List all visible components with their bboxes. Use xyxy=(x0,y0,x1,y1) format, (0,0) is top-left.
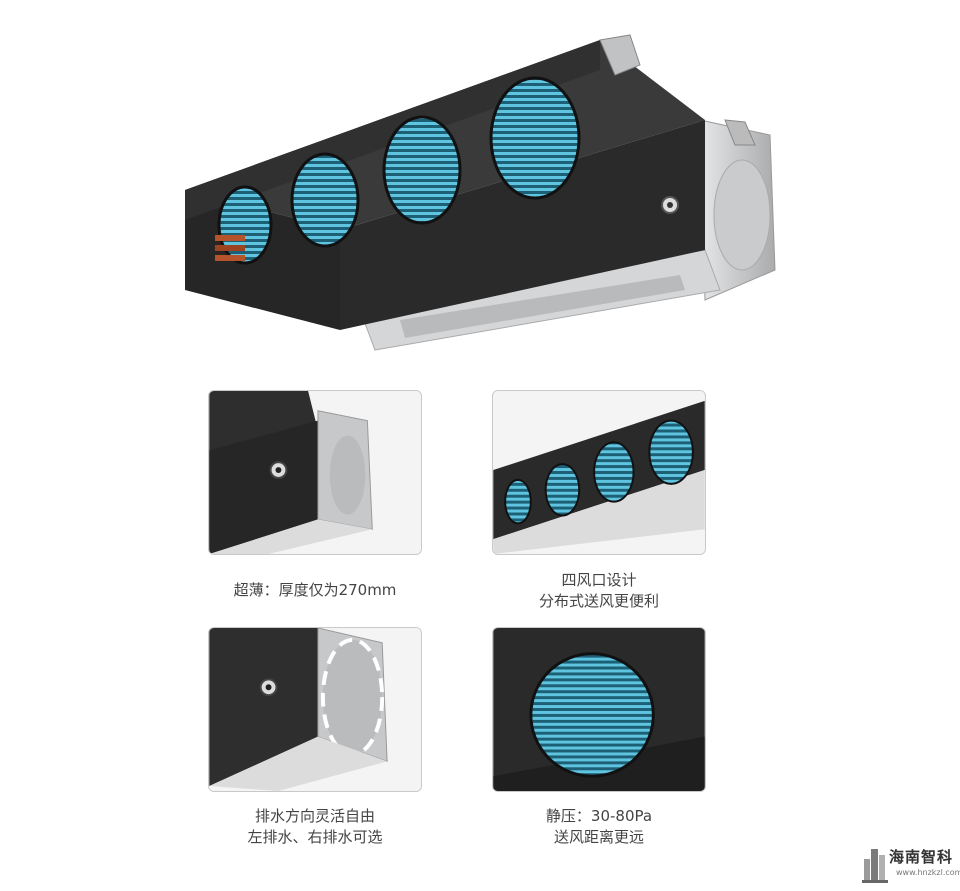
feature-caption-line1: 四风口设计 xyxy=(561,571,637,589)
feature-caption-line1: 静压：30-80Pa xyxy=(545,807,653,825)
watermark-logo: 海南智科 www.hnzkzl.com xyxy=(862,843,960,887)
feature-caption-static-pressure: 静压：30-80Pa 送风距离更远 xyxy=(469,806,729,848)
feature-caption-line1: 超薄：厚度仅为270mm xyxy=(233,581,397,599)
feature-caption-line2: 分布式送风更便利 xyxy=(538,592,659,610)
feature-image-static-pressure xyxy=(492,627,706,792)
air-outlet-vents xyxy=(217,76,581,265)
product-hero-image xyxy=(160,20,800,360)
feature-caption-thin-body: 超薄：厚度仅为270mm xyxy=(185,580,445,601)
feature-image-four-outlets xyxy=(492,390,706,555)
feature-image-drain-direction xyxy=(208,627,422,792)
feature-caption-line1: 排水方向灵活自由 xyxy=(254,807,375,825)
feature-caption-four-outlets: 四风口设计 分布式送风更便利 xyxy=(469,570,729,612)
feature-image-thin-body xyxy=(208,390,422,555)
watermark-name: 海南智科 xyxy=(889,848,954,866)
feature-caption-line2: 左排水、右排水可选 xyxy=(247,828,383,846)
building-icon xyxy=(862,849,888,883)
watermark-url: www.hnzkzl.com xyxy=(896,868,960,877)
feature-caption-drain-direction: 排水方向灵活自由 左排水、右排水可选 xyxy=(185,806,445,848)
ducted-unit-illustration xyxy=(185,34,776,351)
copper-pipes xyxy=(215,235,245,261)
feature-caption-line2: 送风距离更远 xyxy=(553,828,644,846)
